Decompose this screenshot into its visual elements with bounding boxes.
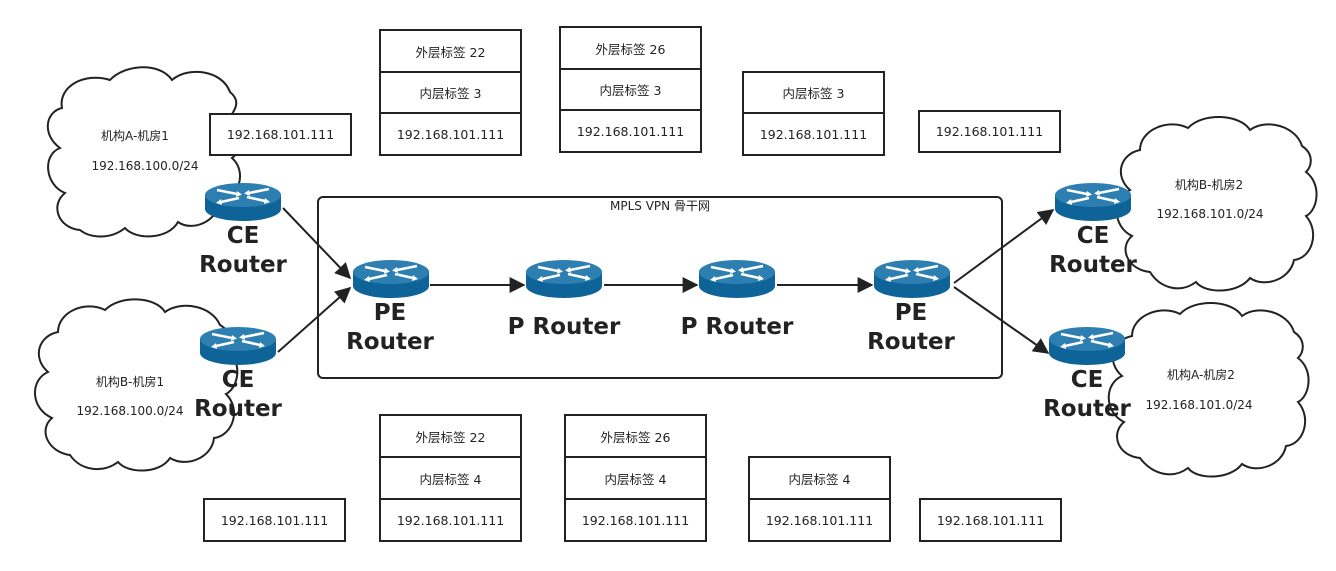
cloud-b2	[1115, 115, 1318, 292]
bottom-packet-2-inner-label: 内层标签 4	[379, 456, 522, 500]
bottom-packet-2-ip: 192.168.101.111	[379, 498, 522, 542]
top-packet-4-inner-label: 内层标签 3	[742, 71, 885, 114]
cloud-a1-subnet: 192.168.100.0/24	[91, 159, 199, 173]
top-packet-3-outer-label: 外层标签 26	[559, 26, 702, 70]
bottom-packet-5-ip: 192.168.101.111	[919, 498, 1062, 542]
top-packet-3-inner-label: 内层标签 3	[559, 68, 702, 111]
top-packet-2-ip: 192.168.101.111	[379, 112, 522, 156]
top-packet-1-ip: 192.168.101.111	[209, 113, 352, 156]
router-icon-ce-br	[1047, 325, 1127, 367]
cloud-b2-name: 机构B-机房2	[1174, 178, 1244, 192]
link-ce-bl-pe	[277, 286, 352, 353]
backbone-box	[317, 196, 1003, 379]
cloud-a1	[46, 66, 245, 238]
router-label-p1: P Router	[507, 314, 621, 340]
router-icon-p1	[524, 258, 604, 300]
router-icon-ce-bl	[198, 325, 278, 367]
link-ce-tl-pe	[282, 207, 352, 280]
router-label-p2: P Router	[680, 314, 794, 340]
top-packet-2-outer-label: 外层标签 22	[379, 29, 522, 73]
bottom-packet-3-ip: 192.168.101.111	[564, 498, 707, 542]
backbone-title: MPLS VPN 骨干网	[610, 199, 710, 213]
cloud-a2-subnet: 192.168.101.0/24	[1145, 398, 1253, 412]
cloud-b1-subnet: 192.168.100.0/24	[76, 404, 184, 418]
top-packet-5-ip: 192.168.101.111	[918, 110, 1061, 153]
router-icon-ce-tr	[1053, 181, 1133, 223]
cloud-b2-subnet: 192.168.101.0/24	[1156, 207, 1264, 221]
cloud-a2	[1107, 301, 1310, 478]
bottom-packet-3-outer-label: 外层标签 26	[564, 414, 707, 458]
bottom-packet-3-inner-label: 内层标签 4	[564, 456, 707, 500]
cloud-b1	[34, 298, 239, 472]
bottom-packet-4-ip: 192.168.101.111	[748, 498, 891, 542]
cloud-b1-name: 机构B-机房1	[95, 375, 165, 389]
router-icon-p2	[697, 258, 777, 300]
top-packet-3-ip: 192.168.101.111	[559, 109, 702, 153]
cloud-a1-name: 机构A-机房1	[101, 129, 169, 143]
top-packet-4-ip: 192.168.101.111	[742, 112, 885, 156]
bottom-packet-4-inner-label: 内层标签 4	[748, 456, 891, 500]
router-icon-pe-right	[872, 258, 952, 300]
link-pe-ce-br	[953, 286, 1050, 354]
bottom-packet-2-outer-label: 外层标签 22	[379, 414, 522, 458]
link-pe-ce-tr	[953, 209, 1055, 284]
cloud-a2-name: 机构A-机房2	[1167, 368, 1235, 382]
router-icon-ce-tl	[203, 181, 283, 223]
router-icon-pe-left	[351, 258, 431, 300]
top-packet-2-inner-label: 内层标签 3	[379, 71, 522, 114]
bottom-packet-1-ip: 192.168.101.111	[203, 498, 346, 542]
